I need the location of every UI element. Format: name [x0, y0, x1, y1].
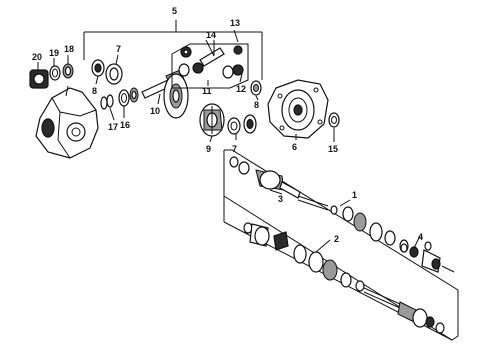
callout-13: 13	[230, 18, 240, 28]
shim-part-17	[100, 94, 114, 110]
callout-19: 19	[49, 48, 59, 58]
leader-lines	[37, 29, 421, 253]
callout-15: 15	[328, 144, 338, 154]
bracket-5	[83, 20, 263, 80]
seal-part-8-right	[243, 114, 257, 134]
axle-shaft-upper	[229, 156, 455, 273]
bearing-part-7-right	[227, 117, 241, 135]
callout-2: 2	[334, 234, 339, 244]
race-part-8-left	[129, 87, 139, 103]
seal-part-20	[29, 69, 49, 89]
callout-labels: 5 20 19 18 7 8 17 16 10 11 14 13 12 8 7 …	[32, 6, 423, 244]
bearing-part-7-left	[105, 63, 123, 85]
bearing-part-16	[118, 89, 130, 107]
callout-17: 17	[108, 122, 118, 132]
diff-case-9	[199, 103, 225, 137]
callout-5: 5	[172, 6, 177, 16]
callout-3: 3	[278, 194, 283, 204]
callout-9: 9	[206, 144, 211, 154]
callout-10: 10	[150, 106, 160, 116]
callout-11: 11	[202, 86, 212, 96]
ring-part-19	[49, 65, 61, 81]
ring-part-12	[250, 80, 262, 96]
callout-6: 6	[292, 142, 297, 152]
callout-18: 18	[64, 44, 74, 54]
callout-12: 12	[236, 84, 246, 94]
joint-part-4	[400, 241, 432, 253]
gear-set-11	[171, 39, 249, 89]
seal-part-15	[328, 112, 340, 128]
seal-part-8-upper	[91, 59, 105, 77]
callout-16: 16	[120, 120, 130, 130]
axle-shaft-lower	[243, 222, 445, 334]
carrier-housing	[35, 85, 99, 159]
ring-gear	[163, 73, 189, 119]
callout-1: 1	[352, 190, 357, 200]
callout-7b: 7	[232, 144, 237, 154]
callout-7a: 7	[116, 44, 121, 54]
ring-part-18	[62, 63, 74, 79]
side-housing-6	[267, 79, 329, 139]
callout-14: 14	[206, 30, 216, 40]
callout-8b: 8	[254, 100, 259, 110]
callout-4: 4	[418, 232, 423, 242]
callout-20: 20	[32, 52, 42, 62]
callout-8a: 8	[92, 86, 97, 96]
